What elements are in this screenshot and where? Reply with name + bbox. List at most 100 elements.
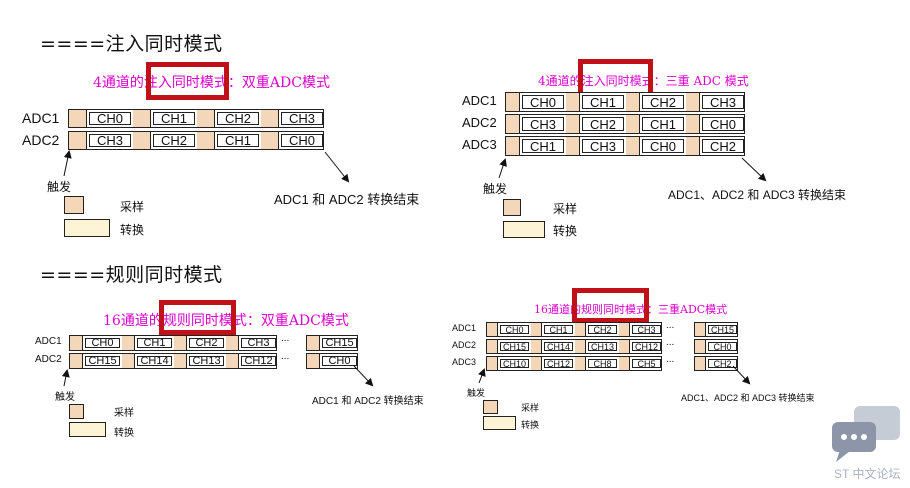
channel-conversion: CH15 (708, 325, 737, 335)
channel-conversion: CH12 (241, 355, 276, 367)
channel-conversion: CH10 (500, 359, 529, 369)
channel-conversion: CH14 (137, 355, 172, 367)
sample-phase (70, 354, 83, 368)
channel-conversion: CH1 (544, 325, 573, 335)
channel-conversion: CH3 (582, 139, 624, 154)
adc-row-label: ADC2 (35, 354, 62, 365)
trigger-arrow (498, 158, 507, 179)
sample-phase (575, 323, 586, 336)
legend-sample-label: 采样 (521, 404, 540, 414)
sample-phase (70, 336, 83, 350)
trigger-label: 触发 (47, 180, 72, 194)
sample-phase (174, 336, 187, 350)
highlight-box (159, 300, 236, 335)
trigger-arrow (478, 368, 486, 384)
ellipsis: ... (666, 337, 675, 348)
legend-convert-box (483, 416, 516, 430)
sample-phase (174, 354, 187, 368)
channel-conversion: CH2 (153, 133, 195, 148)
channel-conversion: CH1 (522, 139, 564, 154)
sample-phase (307, 336, 320, 350)
channel-conversion: CH1 (642, 117, 684, 132)
ellipsis: ... (281, 351, 290, 362)
sample-phase (226, 336, 239, 350)
end-arrow (324, 151, 350, 183)
highlight-box (572, 288, 649, 323)
sample-phase (531, 357, 542, 370)
legend-sample-label: 采样 (120, 200, 145, 214)
channel-conversion: CH2 (217, 111, 259, 126)
panel-subtitle: 4通道的注入同时模式：双重ADC模式 (93, 75, 330, 91)
sample-phase (626, 115, 640, 133)
channel-conversion: CH15 (85, 355, 120, 367)
regular-section-title: ====规则同时模式 (40, 264, 223, 286)
legend-sample-box (483, 400, 498, 414)
legend-convert-label: 转换 (120, 223, 145, 237)
sample-phase (626, 137, 640, 155)
channel-conversion: CH0 (708, 342, 737, 352)
sample-phase (686, 93, 700, 111)
end-arrow (732, 365, 751, 385)
channel-conversion: CH0 (642, 139, 684, 154)
sample-phase (531, 340, 542, 353)
end-of-conversion-label: ADC1、ADC2 和 ADC3 转换结束 (668, 188, 847, 202)
sample-phase (487, 340, 498, 353)
sample-phase (695, 340, 706, 353)
adc-timeline-last: CH2 (694, 356, 738, 371)
channel-conversion: CH0 (500, 325, 529, 335)
sample-phase (566, 137, 580, 155)
channel-conversion: CH2 (708, 359, 737, 369)
end-of-conversion-label: ADC1 和 ADC2 转换结束 (274, 192, 420, 207)
sample-phase (619, 340, 630, 353)
ellipsis: ... (666, 354, 675, 365)
channel-conversion: CH0 (281, 133, 323, 148)
channel-conversion: CH13 (588, 342, 617, 352)
trigger-arrow (63, 150, 72, 177)
legend-convert-label: 转换 (553, 224, 578, 238)
sample-phase (626, 93, 640, 111)
channel-conversion: CH1 (582, 95, 624, 110)
legend-sample-box (503, 199, 521, 216)
injected-section-title: ====注入同时模式 (40, 33, 223, 55)
end-arrow (741, 157, 767, 182)
sample-phase (197, 110, 215, 127)
sample-phase (261, 132, 279, 149)
sample-phase (695, 357, 706, 370)
channel-conversion: CH0 (702, 117, 744, 132)
sample-phase (133, 110, 151, 127)
sample-phase (261, 110, 279, 127)
sample-phase (506, 137, 520, 155)
sample-phase (69, 132, 87, 149)
sample-phase (69, 110, 87, 127)
channel-conversion: CH1 (153, 111, 195, 126)
channel-conversion: CH2 (702, 139, 744, 154)
channel-conversion: CH14 (544, 342, 573, 352)
channel-conversion: CH0 (522, 95, 564, 110)
legend-sample-label: 采样 (553, 202, 578, 216)
chat-bubble-icon (832, 406, 900, 462)
sample-phase (619, 323, 630, 336)
adc-timeline-last: CH0 (694, 339, 738, 354)
channel-conversion: CH15 (500, 342, 529, 352)
channel-conversion: CH13 (189, 355, 224, 367)
legend-sample-box (69, 404, 84, 419)
sample-phase (619, 357, 630, 370)
channel-conversion: CH1 (217, 133, 259, 148)
adc-timeline-last: CH0 (306, 353, 358, 369)
adc-row-label: ADC1 (22, 110, 60, 126)
channel-conversion: CH3 (522, 117, 564, 132)
channel-conversion: CH2 (189, 337, 224, 349)
adc-timeline-last: CH15 (306, 335, 358, 351)
panel-subtitle: 16通道的规则同时模式：双重ADC模式 (103, 313, 349, 329)
ellipsis: ... (281, 333, 290, 344)
adc-row-label: ADC2 (22, 132, 60, 148)
legend-convert-box (503, 221, 545, 238)
channel-conversion: CH1 (137, 337, 172, 349)
channel-conversion: CH8 (588, 359, 617, 369)
adc-row-label: ADC1 (462, 93, 497, 108)
sample-phase (133, 132, 151, 149)
